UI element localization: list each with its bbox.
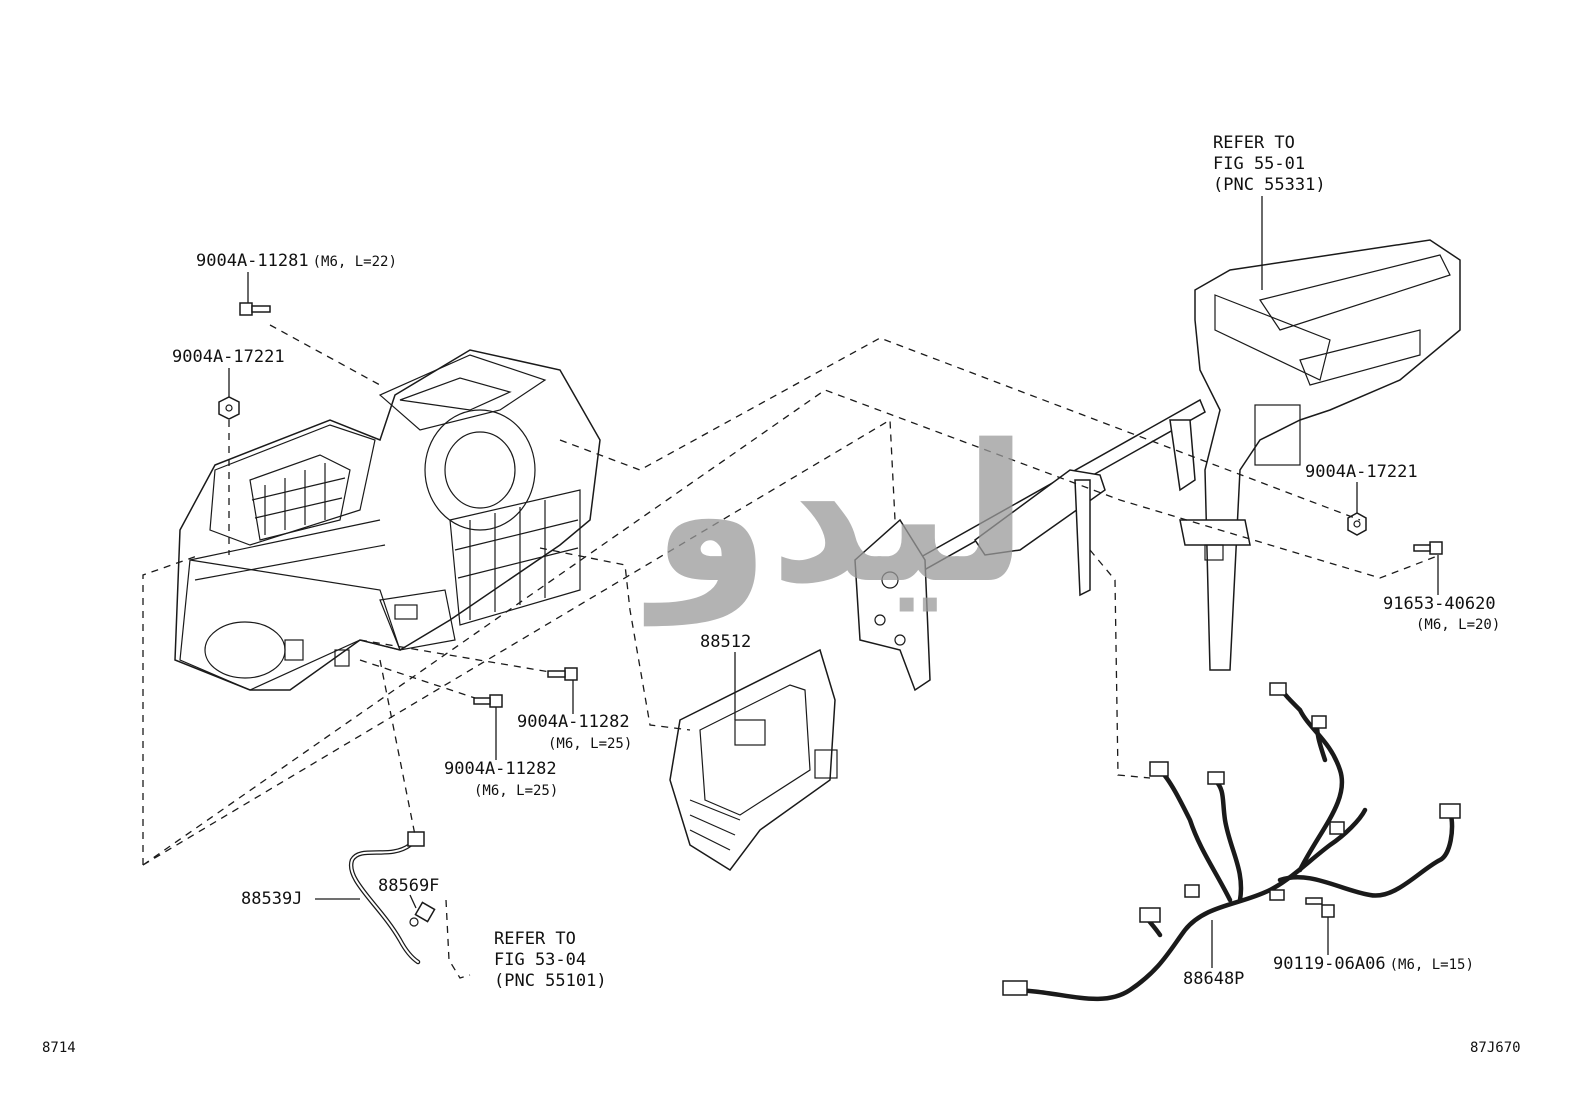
bolt-icon: [547, 667, 578, 681]
label-bolt-top: 9004A-11281(M6, L=22): [196, 251, 397, 271]
watermark-logo: ليدو: [644, 404, 1029, 627]
assembly-dashed-lines: [142, 324, 1441, 979]
hose-illustration: [348, 831, 425, 965]
footer-left-code: 8714: [42, 1040, 76, 1056]
bolt-icon: [473, 694, 503, 708]
hvac-unit-illustration: [174, 349, 601, 691]
bolt-icon: [1413, 541, 1443, 555]
label-harness: 88648P: [1183, 969, 1244, 989]
bolt-icon: [239, 302, 271, 316]
svg-text:(M6, L=20): (M6, L=20): [1416, 617, 1500, 633]
ecu-bracket-illustration: [669, 648, 838, 872]
svg-text:91653-40620: 91653-40620: [1383, 594, 1496, 614]
refer-to-fig-55-01: REFER TO FIG 55-01 (PNC 55331): [1213, 133, 1326, 195]
label-bolt-mid-a: 9004A-11282 (M6, L=25): [517, 712, 632, 752]
clamp-illustration: [409, 901, 436, 927]
wire-harness-illustration: [1002, 682, 1461, 1002]
svg-text:FIG 53-04: FIG 53-04: [494, 950, 586, 970]
instrument-panel-reinforcement-illustration: [854, 239, 1461, 692]
label-bolt-bottom: 90119-06A06(M6, L=15): [1273, 954, 1474, 974]
nut-icon: [218, 396, 240, 420]
svg-text:FIG 55-01: FIG 55-01: [1213, 154, 1305, 174]
label-nut-left: 9004A-17221: [172, 347, 285, 367]
label-clamp: 88569F: [378, 876, 439, 896]
leader-lines: [228, 196, 1439, 968]
label-bolt-mid-b: 9004A-11282 (M6, L=25): [444, 759, 558, 799]
bolt-icon: [1305, 897, 1335, 918]
footer-right-code: 87J670: [1470, 1040, 1521, 1056]
svg-text:(PNC 55331): (PNC 55331): [1213, 175, 1326, 195]
label-nut-right: 9004A-17221: [1305, 462, 1418, 482]
svg-text:9004A-11282: 9004A-11282: [444, 759, 557, 779]
label-ecu: 88512: [700, 632, 751, 652]
label-hose: 88539J: [241, 889, 302, 909]
svg-text:REFER TO: REFER TO: [1213, 133, 1295, 153]
svg-text:(PNC 55101): (PNC 55101): [494, 971, 607, 991]
label-screw-right: 91653-40620 (M6, L=20): [1383, 594, 1500, 633]
svg-text:REFER TO: REFER TO: [494, 929, 576, 949]
svg-text:(M6, L=25): (M6, L=25): [474, 783, 558, 799]
svg-text:9004A-11282: 9004A-11282: [517, 712, 630, 732]
svg-text:(M6, L=25): (M6, L=25): [548, 736, 632, 752]
refer-to-fig-53-04: REFER TO FIG 53-04 (PNC 55101): [494, 929, 607, 991]
